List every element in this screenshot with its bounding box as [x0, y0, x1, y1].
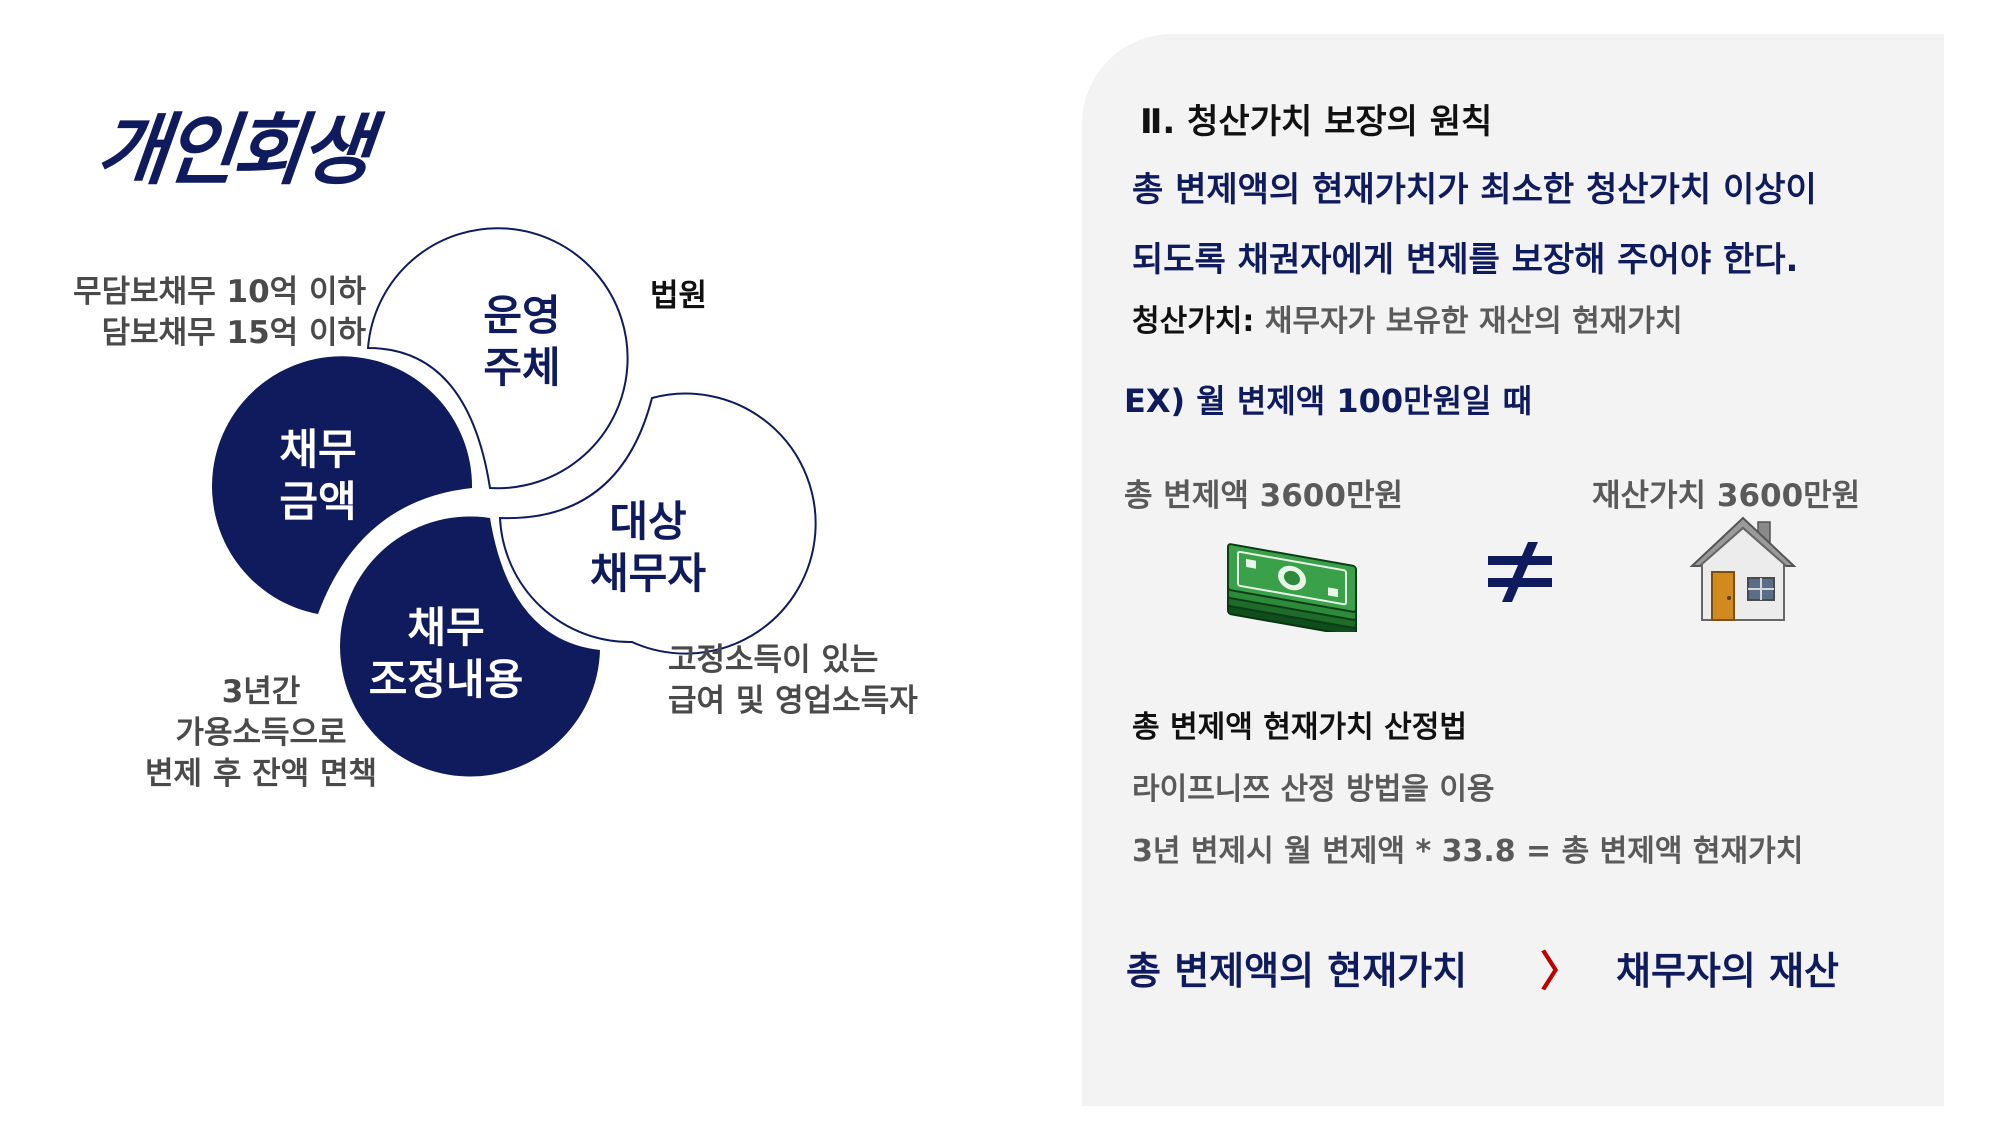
compare-right-label: 재산가치 3600만원: [1592, 478, 1861, 514]
principle-panel: [1082, 34, 1944, 1106]
section-title: Ⅱ. 청산가치 보장의 원칙: [1140, 102, 1493, 142]
cash-stack-icon: [1227, 543, 1357, 632]
conclusion-right: 채무자의 재산: [1616, 949, 1839, 993]
method-line-1: 라이프니쯔 산정 방법을 이용: [1132, 772, 1495, 807]
principle-line-1: 총 변제액의 현재가치가 최소한 청산가치 이상이: [1132, 170, 1817, 210]
example-heading: EX) 월 변제액 100만원일 때: [1124, 382, 1533, 420]
conclusion-left: 총 변제액의 현재가치: [1126, 949, 1468, 993]
node-target-debtor: 대상 채무자: [590, 497, 706, 598]
callout-court: 법원: [650, 278, 708, 314]
petal-operator: [366, 227, 629, 490]
liquidation-value-definition: 청산가치: 채무자가 보유한 재산의 현재가치: [1132, 296, 1683, 340]
principle-line-2: 되도록 채권자에게 변제를 보장해 주어야 한다.: [1132, 240, 1799, 280]
definition-value: 채무자가 보유한 재산의 현재가치: [1254, 304, 1683, 339]
definition-key: 청산가치:: [1132, 304, 1255, 339]
method-title: 총 변제액 현재가치 산정법: [1132, 710, 1467, 745]
petal-adjustment: [340, 516, 600, 777]
four-petal-diagram: [212, 227, 817, 777]
compare-left-label: 총 변제액 3600만원: [1124, 478, 1403, 514]
node-operator: 운영 주체: [483, 291, 561, 392]
not-equal-icon: [1488, 542, 1552, 602]
callout-debt-limit: 무담보채무 10억 이하 담보채무 15억 이하: [73, 274, 366, 351]
callout-income: 고정소득이 있는 급여 및 영업소득자: [668, 642, 918, 719]
petal-debt-amount: [212, 356, 473, 614]
petal-target-debtor: [498, 392, 817, 655]
greater-than-chevron-icon: 〉: [1540, 947, 1583, 996]
node-adjustment: 채무 조정내용: [368, 603, 524, 704]
callout-repayment: 3년간 가용소득으로 변제 후 잔액 면책: [144, 674, 378, 792]
node-debt-amount: 채무 금액: [279, 425, 357, 526]
method-line-2: 3년 변제시 월 변제액 * 33.8 = 총 변제액 현재가치: [1132, 834, 1804, 869]
house-icon: [1689, 516, 1797, 621]
